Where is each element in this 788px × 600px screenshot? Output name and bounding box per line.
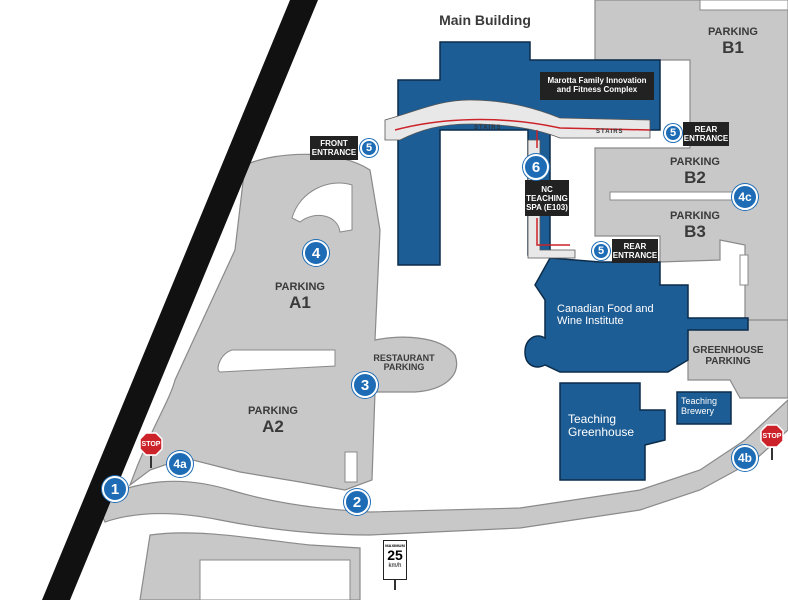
nc-spa-tag: NC TEACHING SPA (E103) — [525, 180, 569, 216]
parking-a2-label: PARKING A2 — [243, 405, 303, 436]
stairs-label-left: STAIRS — [474, 125, 502, 131]
lot-greenhouse — [687, 319, 788, 399]
stop-sign-text: STOP — [762, 432, 782, 440]
road-lower — [94, 399, 788, 536]
parking-a2-title: PARKING — [248, 405, 298, 417]
speed-limit-sign: MAXIMUM 25 km/h — [383, 540, 407, 580]
stop-sign-text: STOP — [141, 440, 161, 448]
parking-b2-title: PARKING — [670, 156, 720, 168]
marker-1[interactable]: 1 — [102, 476, 128, 502]
speed-limit-value: 25 — [387, 547, 403, 563]
parking-b2-label: PARKING B2 — [665, 156, 725, 187]
canadian-food-label: Canadian Food and Wine Institute — [557, 303, 654, 328]
parking-b1-code: B1 — [722, 37, 744, 57]
rear-entrance-bottom-tag: REAR ENTRANCE — [612, 239, 658, 263]
page-title: Main Building — [439, 12, 531, 28]
marker-4b[interactable]: 4b — [732, 445, 758, 471]
parking-b3-code: B3 — [684, 221, 706, 241]
teaching-brewery-building — [676, 391, 732, 425]
teaching-greenhouse-building — [559, 382, 666, 481]
parking-b1-label: PARKING B1 — [703, 26, 763, 57]
stop-sign-icon — [760, 424, 784, 448]
marker-4a[interactable]: 4a — [167, 451, 193, 477]
parking-b1-title: PARKING — [708, 26, 758, 38]
marker-5-rear-bottom[interactable]: 5 — [592, 242, 610, 260]
parking-a1-title: PARKING — [275, 281, 325, 293]
marotta-label: Marotta Family Innovation and Fitness Co… — [540, 72, 654, 100]
marker-6[interactable]: 6 — [523, 154, 549, 180]
greenhouse-parking-label: GREENHOUSE PARKING — [692, 345, 764, 367]
stop-sign-left: STOP — [139, 432, 163, 468]
parking-a1-label: PARKING A1 — [270, 281, 330, 312]
restaurant-parking-label: RESTAURANT PARKING — [373, 353, 435, 373]
marker-5-rear-top[interactable]: 5 — [664, 124, 682, 142]
teaching-brewery-label: Teaching Brewery — [681, 396, 718, 416]
front-entrance-tag: FRONT ENTRANCE — [310, 136, 358, 160]
teaching-greenhouse-label: Teaching Greenhouse — [568, 412, 635, 440]
main-road — [42, 0, 318, 600]
marker-3[interactable]: 3 — [352, 372, 378, 398]
parking-a1-code: A1 — [289, 292, 311, 312]
marker-2[interactable]: 2 — [344, 489, 370, 515]
marker-5-front[interactable]: 5 — [360, 139, 378, 157]
parking-a2-code: A2 — [262, 416, 284, 436]
rear-entrance-top-tag: REAR ENTRANCE — [683, 122, 729, 146]
parking-b3-title: PARKING — [670, 210, 720, 222]
parking-b2-code: B2 — [684, 167, 706, 187]
parking-b3-label: PARKING B3 — [665, 210, 725, 241]
stairs-label-right: STAIRS — [596, 129, 624, 135]
stop-sign-right: STOP — [760, 424, 784, 460]
marker-4c[interactable]: 4c — [732, 184, 758, 210]
speed-limit-unit: km/h — [388, 563, 402, 569]
canadian-food-wine-institute — [524, 257, 749, 373]
marker-4[interactable]: 4 — [303, 240, 329, 266]
speed-limit-header: MAXIMUM — [385, 543, 405, 548]
stop-sign-icon — [139, 432, 163, 456]
